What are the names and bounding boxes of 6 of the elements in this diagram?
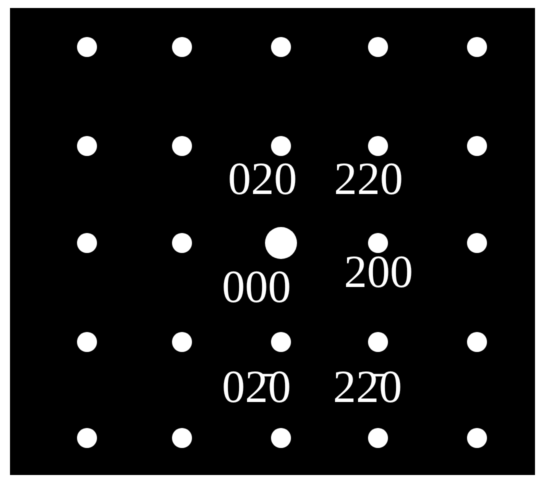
miller-index-label: 22̄0 bbox=[333, 364, 402, 410]
miller-index-label: 02̄0 bbox=[222, 364, 291, 410]
miller-index-label: 200 bbox=[344, 249, 413, 295]
miller-index-label: 000 bbox=[222, 264, 291, 310]
miller-index-label: 220 bbox=[334, 156, 403, 202]
miller-index-label: 020 bbox=[228, 156, 297, 202]
